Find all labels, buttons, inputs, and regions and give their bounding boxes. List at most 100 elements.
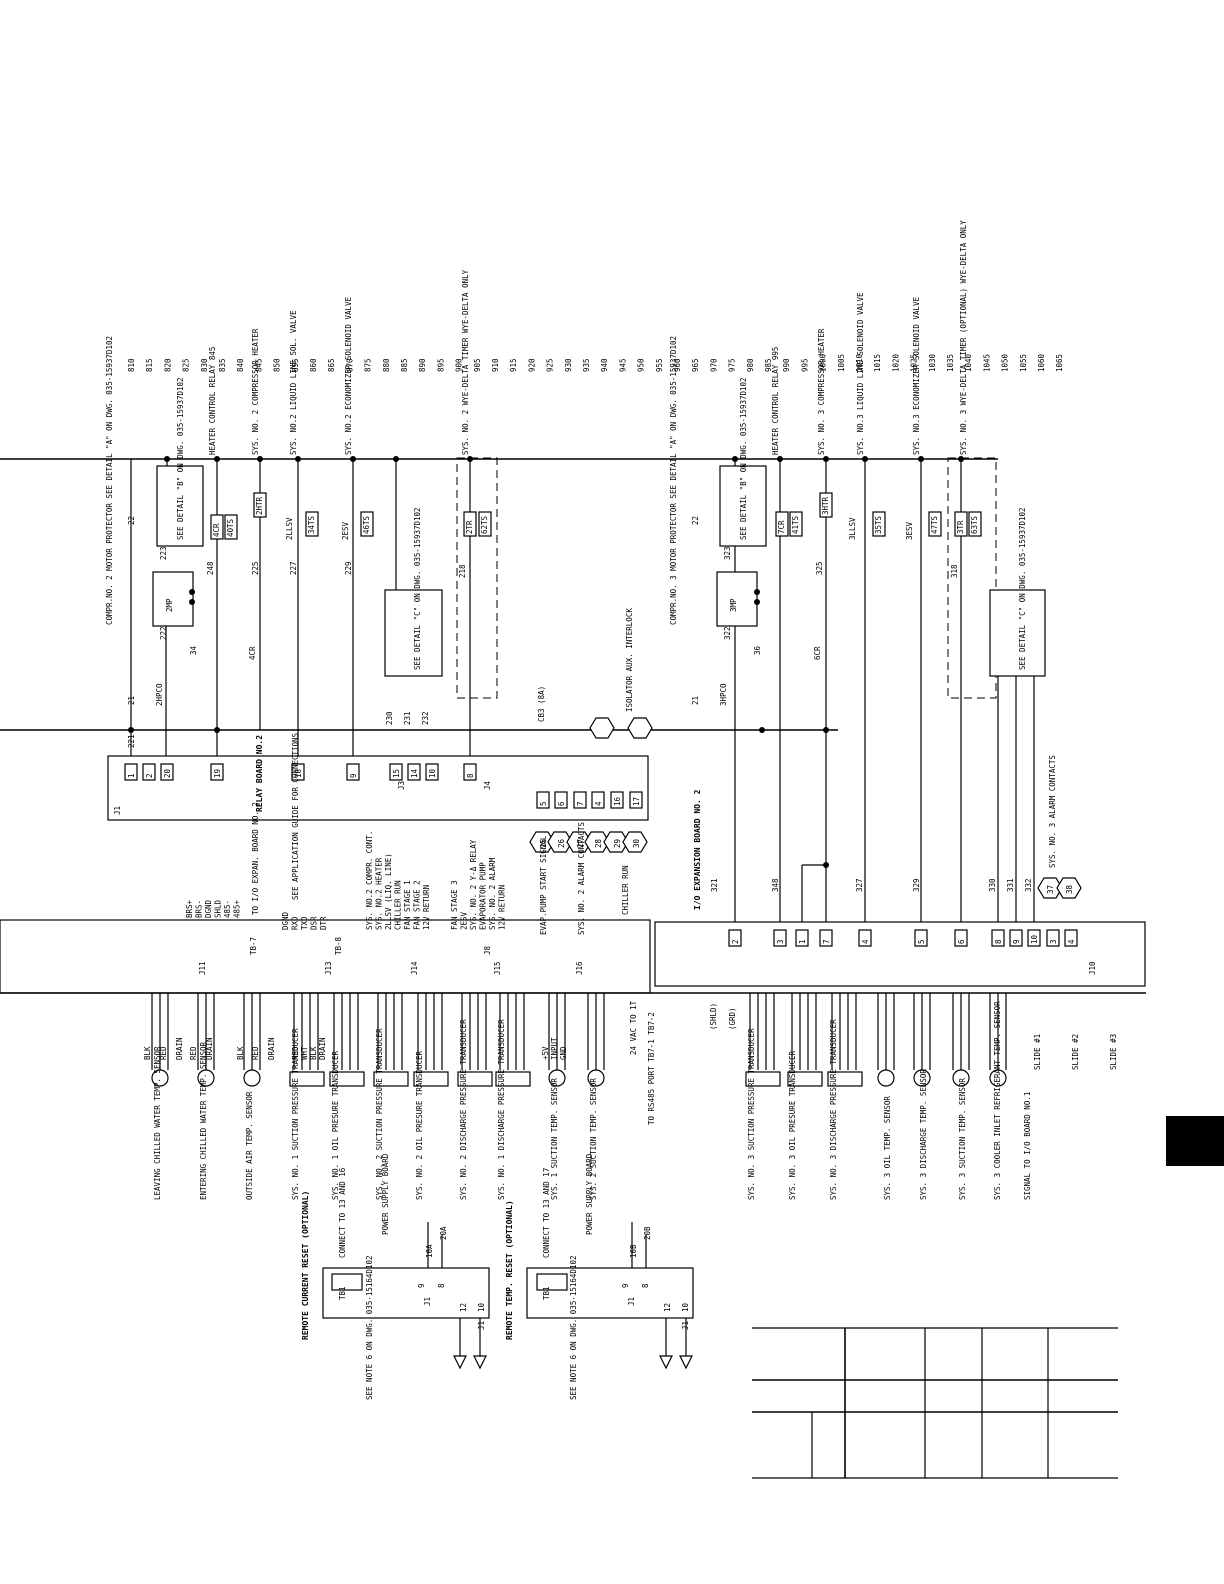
top-label: SYS. NO.3 LIQUID LINE SOLENOID VALVE — [856, 292, 865, 455]
connector-label: J14 — [410, 961, 419, 975]
io-terminal: 4 — [1067, 939, 1076, 944]
motor-protector-2 — [152, 571, 194, 627]
component-label: 3MP — [729, 598, 738, 612]
j4-signal: SYS. NO. 2 Y-Δ RELAY — [469, 839, 478, 930]
relay-terminal: 9 — [349, 773, 358, 778]
line-number: 880 — [382, 358, 391, 372]
io-board-terminals — [728, 929, 1078, 947]
j4-signal: 2ESV — [460, 911, 469, 930]
wire-number: 21 — [127, 696, 136, 705]
io-misc-label: (GRD) — [728, 1007, 737, 1030]
io-misc-label: 24 VAC TO 1T — [629, 1000, 638, 1055]
tb-label: TB-7 — [249, 937, 258, 955]
coil-label: 4OTS — [226, 518, 235, 537]
wire-number: 21 — [691, 696, 700, 705]
reset-connect: CONNECT TO 13 AND 17 — [542, 1168, 551, 1258]
top-label: SYS. NO.3 ECONOMIZER SOLENOID VALVE — [912, 296, 921, 455]
reset-pin: 12 — [459, 1303, 468, 1312]
detail-label: SEE DETAIL "B" ON DWG. 035-15937D102 — [176, 377, 185, 540]
line-number: 875 — [364, 358, 373, 372]
j3-signal: 2LLSV (LIQ. LINE) — [384, 853, 393, 930]
top-label: SYS. NO. 2 WYE-DELTA TIMER WYE-DELTA ONL… — [461, 269, 470, 455]
rs485-pin: 485+ — [233, 899, 242, 918]
reset-wire: 10B — [629, 1244, 638, 1258]
j4-signal: FAN STAGE 3 — [450, 880, 459, 930]
reset-pin: 12 — [663, 1303, 672, 1312]
component-label: 3HPCO — [719, 683, 728, 706]
j3-signal: SYS. NO.2 HEATER — [375, 857, 384, 930]
coil-label: 46TS — [362, 515, 371, 534]
reset-wire: 20A — [439, 1226, 448, 1240]
wire-color: RED — [159, 1046, 168, 1060]
io-board-title: I/O EXPANSION BOARD NO. 2 — [693, 789, 702, 910]
connector-label: J4 — [483, 780, 492, 790]
coil-label: 3HTR — [821, 496, 830, 515]
hex-terminal: 27 — [576, 839, 585, 848]
io-terminal: 7 — [822, 939, 831, 944]
j3-signal: 12V RETURN — [422, 885, 431, 930]
line-number: 835 — [218, 358, 227, 372]
io-terminal: 3 — [1049, 939, 1058, 944]
line-number: 1035 — [946, 354, 955, 372]
wire-color: BLK — [309, 1046, 318, 1060]
top-label: SYS. NO.2 ECONOMIZER SOLENOID VALVE — [344, 296, 353, 455]
wire-color: DRAIN — [267, 1037, 276, 1060]
rs232-pin: RXD — [291, 916, 300, 930]
wire-number: 230 — [385, 711, 394, 725]
line-number: 940 — [600, 358, 609, 372]
sensor-leads — [151, 993, 1007, 1070]
relay-board-2 — [107, 755, 649, 821]
wire-number: 327 — [855, 878, 864, 892]
sensor-label: SYS. 3 COOLER INLET REFRIGERANT TEMP. SE… — [993, 1001, 1002, 1200]
line-number: 1020 — [891, 353, 900, 372]
line-number: 900 — [455, 358, 464, 372]
j3-signal: SYS. NO.2 COMPR. CONT. — [365, 831, 374, 930]
wire-number: 221 — [127, 734, 136, 748]
j4-signal: EVAPORATOR PUMP — [479, 862, 488, 930]
detail-c-box-3 — [989, 589, 1046, 677]
line-number: 1040 — [964, 353, 973, 372]
wire-number: 332 — [1024, 878, 1033, 892]
wire-number: 329 — [912, 878, 921, 892]
connector-label: J11 — [198, 961, 207, 975]
wire-color: DRAIN — [175, 1037, 184, 1060]
wire-color: RED — [291, 1046, 300, 1060]
relay-board-terminals — [124, 763, 643, 809]
sensor-label: OUTSIDE AIR TEMP. SENSOR — [245, 1091, 254, 1200]
component-label: 2HPCO — [155, 683, 164, 706]
wire-number: 322 — [723, 626, 732, 640]
detail-label: SEE DETAIL "C" ON DWG. 035-15937D102 — [1018, 507, 1027, 670]
line-number: 910 — [491, 358, 500, 372]
top-label: SYS. NO. 3 COMPRESSOR HEATER — [817, 328, 826, 455]
sensor-label: LEAVING CHILLED WATER TEMP. SENSOR — [153, 1046, 162, 1200]
wire-number: 227 — [289, 561, 298, 575]
wire-number: 330 — [988, 878, 997, 892]
reset-tb: TB1 — [338, 1286, 347, 1300]
wire-color: DRAIN — [205, 1037, 214, 1060]
sensor-label: SYS. 1 SUCTION TEMP. SENSOR — [550, 1078, 559, 1200]
relay-terminal: 10 — [428, 768, 437, 778]
reset-title: REMOTE TEMP. RESET (OPTIONAL) — [505, 1200, 514, 1340]
wire-number: 22 — [127, 516, 136, 525]
wire-color: RED — [189, 1046, 198, 1060]
line-number: 995 — [800, 358, 809, 372]
line-number: 810 — [127, 358, 136, 372]
line-number: 985 — [764, 358, 773, 372]
wire-number: 218 — [458, 564, 467, 578]
line-number: 965 — [691, 358, 700, 372]
slide-label: SLIDE #1 — [1033, 1034, 1042, 1070]
connector-label: J16 — [575, 961, 584, 975]
relay-terminal: 15 — [392, 769, 401, 778]
sensor-label: SYS. NO. 3 OIL PRESURE TRANSDUCER — [788, 1051, 797, 1200]
slide-label: SLIDE #2 — [1071, 1034, 1080, 1070]
relay-terminal: 5 — [539, 801, 548, 806]
relay-board-title: RELAY BOARD NO.2 — [255, 735, 264, 812]
rs485-pin: BRS- — [195, 900, 204, 918]
line-number: 935 — [582, 358, 591, 372]
relay-terminal: 19 — [213, 769, 222, 778]
detail-label: SEE DETAIL "B" ON DWG. 035-15937D102 — [739, 377, 748, 540]
line-number: 845 — [254, 358, 263, 372]
wire-color: BLK — [143, 1046, 152, 1060]
connector-label: J3 — [397, 781, 406, 790]
